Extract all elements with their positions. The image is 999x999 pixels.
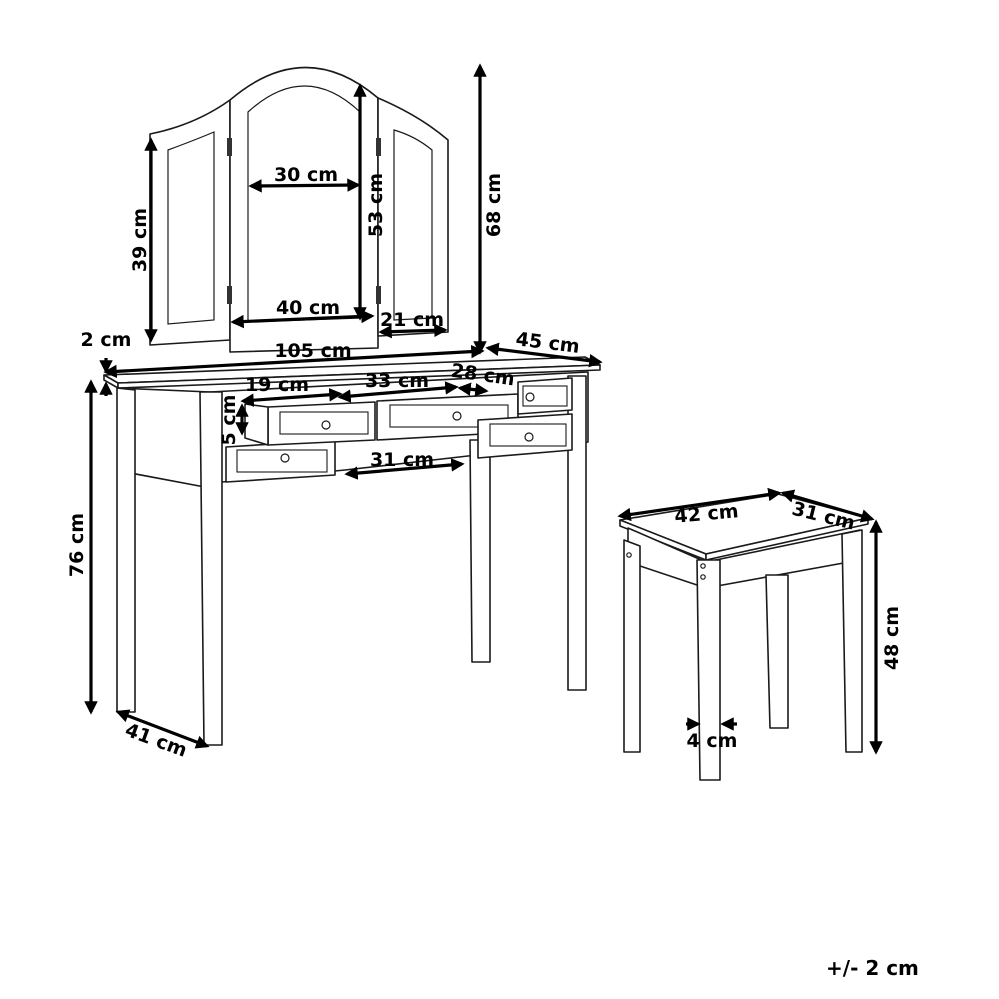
drawer-center-panel xyxy=(389,404,509,428)
label-drawer-small-width: 19 cm xyxy=(245,374,309,396)
screw-icon xyxy=(700,563,706,569)
label-table-top-thickness: 2 cm xyxy=(81,329,132,351)
drawer-knob-icon xyxy=(452,411,462,421)
screw-icon xyxy=(626,552,632,558)
tri-fold-mirror xyxy=(149,66,449,353)
stool-leg-front-left xyxy=(696,559,721,781)
dimension-arrows xyxy=(84,63,883,755)
dimension-labels: 30 cm 39 cm 53 cm 68 cm 40 cm 21 cm 2 cm… xyxy=(66,164,903,762)
label-drawer-height: 5 cm xyxy=(218,395,240,446)
table-leg-back-left xyxy=(116,387,136,713)
stool-seat-side-front xyxy=(705,517,869,561)
mirror-center-glass xyxy=(247,85,361,323)
hinge-icon xyxy=(376,138,381,156)
label-table-width: 105 cm xyxy=(274,340,351,362)
drawer-bottom-left xyxy=(225,439,336,483)
label-mirror-side-width: 21 cm xyxy=(380,309,444,331)
drawer-knob-icon xyxy=(525,392,535,402)
stool-leg-back-left xyxy=(623,539,641,753)
label-mirror-bottom-width: 40 cm xyxy=(276,297,340,319)
drawer-bottom-left-panel xyxy=(236,449,328,473)
drawer-upper-right-panel xyxy=(522,385,568,407)
stool-leg-back-right xyxy=(765,574,789,729)
dim-arrow-stool-width xyxy=(617,487,782,522)
label-mirror-center-height: 53 cm xyxy=(365,173,387,237)
dim-arrow-stool-depth xyxy=(780,489,875,523)
table-leg-front-right xyxy=(469,439,491,663)
dim-arrow-drawer-center-width xyxy=(337,381,459,403)
label-mirror-center-width: 30 cm xyxy=(274,164,338,186)
table-leg-front-left xyxy=(199,391,223,746)
dressing-table xyxy=(103,356,601,746)
label-table-height: 76 cm xyxy=(66,513,88,577)
dim-arrow-knee-space-width xyxy=(344,458,465,480)
screw-icon xyxy=(700,574,706,580)
dim-arrow-mirror-center-width xyxy=(248,178,361,193)
label-drawer-center-width: 33 cm xyxy=(365,370,429,392)
tolerance-note: +/- 2 cm xyxy=(826,956,919,980)
dim-arrow-table-side-depth xyxy=(485,342,603,368)
drawer-small-left xyxy=(267,401,376,446)
label-mirror-total-height: 68 cm xyxy=(483,173,505,237)
label-stool-leg-thickness: 4 cm xyxy=(687,730,738,752)
label-mirror-side-height: 39 cm xyxy=(129,208,151,272)
stool xyxy=(619,493,869,781)
dim-arrow-drawer-side-width xyxy=(457,382,489,397)
drawer-upper-right xyxy=(517,377,573,415)
drawer-small-left-panel xyxy=(279,411,369,435)
drawer-knob-icon xyxy=(524,432,534,442)
drawer-knob-icon xyxy=(280,453,290,463)
hinge-icon xyxy=(227,138,232,156)
label-knee-space-width: 31 cm xyxy=(370,449,434,471)
mirror-right-glass xyxy=(393,129,433,321)
drawer-open-side xyxy=(244,403,269,446)
dim-arrow-table-depth xyxy=(115,709,210,749)
drawer-knob-icon xyxy=(321,420,331,430)
dim-arrow-table-width xyxy=(103,344,485,379)
dim-arrow-mirror-bottom-width xyxy=(230,309,375,329)
mirror-left-glass xyxy=(167,131,215,325)
dim-arrow-drawer-small-width xyxy=(240,388,343,407)
dim-arrow-mirror-side-width xyxy=(378,323,448,339)
hinge-icon xyxy=(227,286,232,304)
label-stool-height: 48 cm xyxy=(881,606,903,670)
stool-leg-front-right xyxy=(841,529,863,753)
drawer-lower-right-panel xyxy=(489,423,567,447)
table-leg-back-right xyxy=(567,375,587,691)
hinge-icon xyxy=(376,286,381,304)
